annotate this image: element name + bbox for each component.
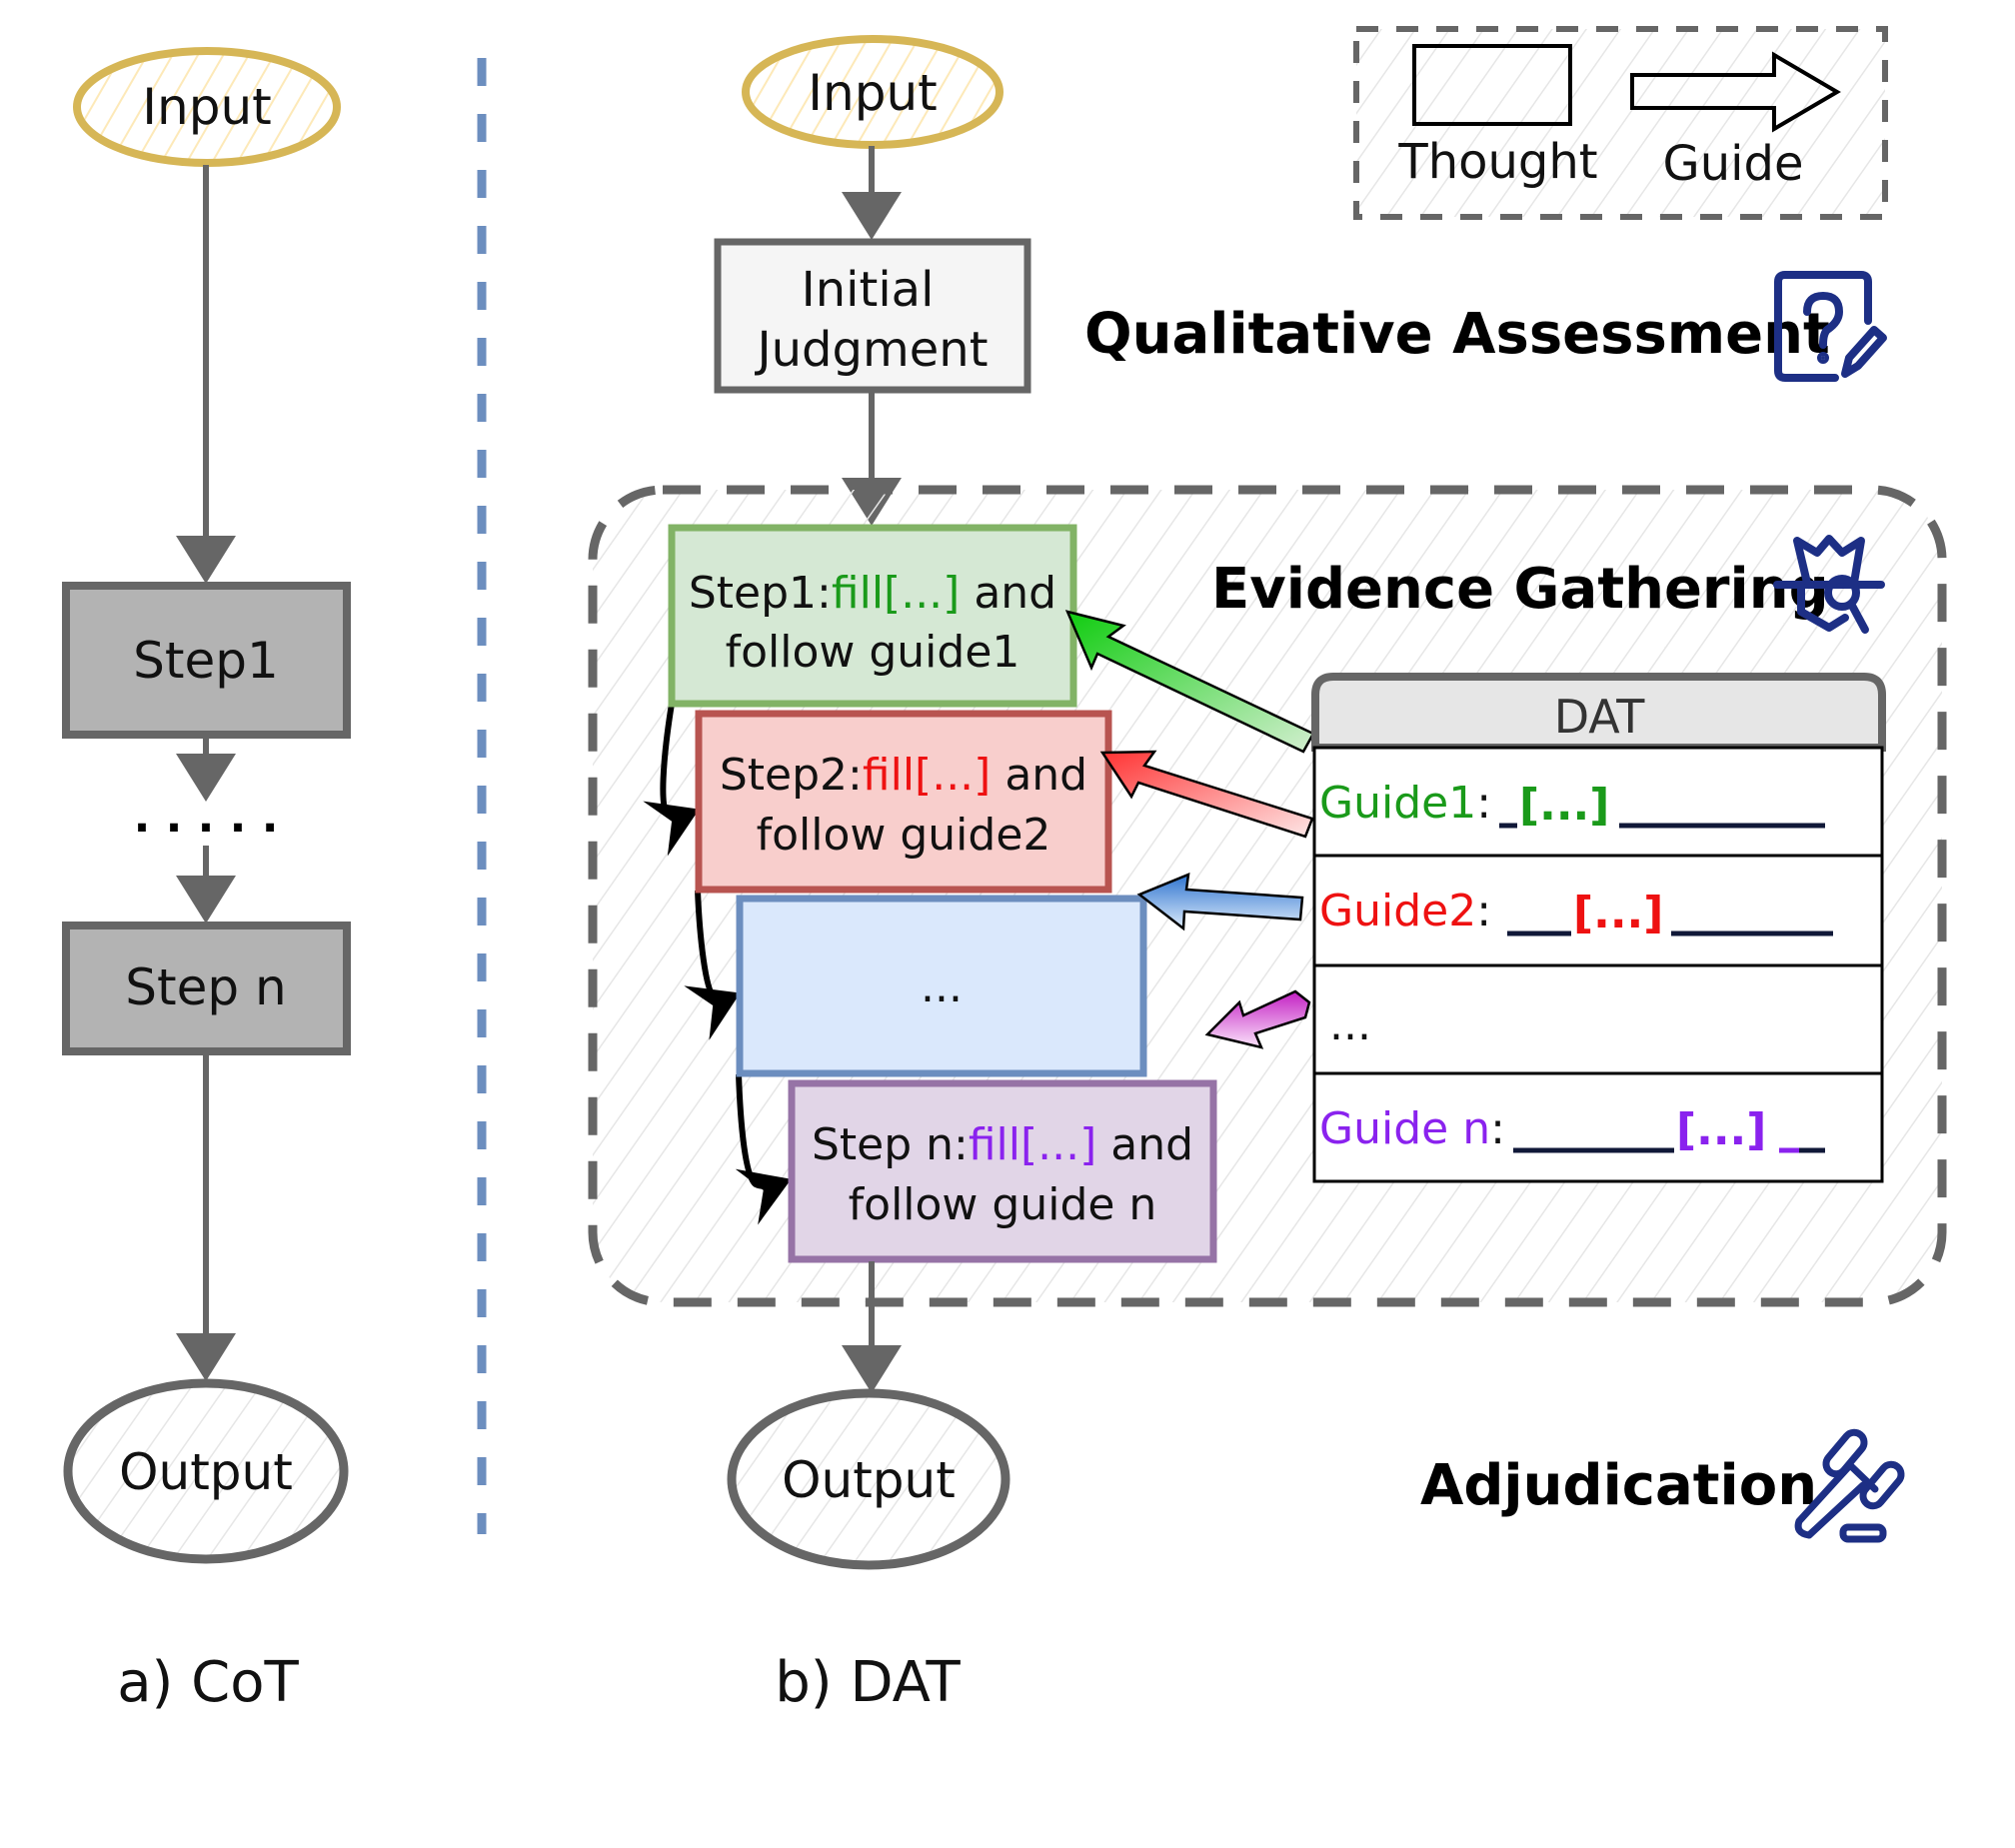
step-2-box: [695, 710, 1112, 894]
step-ellipsis: ...: [736, 895, 1147, 1077]
dat-row-4-blank: [...]: [1676, 1104, 1766, 1155]
dat-input-node: [742, 35, 1004, 149]
detective-search-icon: [1773, 535, 1885, 634]
step-n-line2: follow guide n: [849, 1179, 1157, 1230]
initial-judgment-line2: Judgment: [754, 322, 988, 378]
cot-step1-box: [62, 582, 351, 739]
dat-table-header: [1311, 673, 1886, 752]
step-2: Step2:fill[...] and follow guide2: [695, 710, 1112, 894]
evidence-gathering-label: Evidence Gathering: [1211, 557, 1829, 622]
gavel-icon: [1794, 1428, 1905, 1543]
cot-output-label: Output: [119, 1443, 293, 1501]
initial-judgment-box: [714, 238, 1031, 394]
step-2-line2: follow guide2: [757, 810, 1051, 861]
step-n: Step n:fill[...] and follow guide n: [788, 1079, 1217, 1263]
step-ellipsis-label: ...: [921, 961, 963, 1012]
adjudication-label: Adjudication: [1420, 1453, 1817, 1518]
guide-arrow-1: [1064, 610, 1315, 754]
step-2-line1: Step2:fill[...] and: [720, 750, 1087, 801]
qualitative-assessment-label: Qualitative Assessment: [1084, 302, 1830, 367]
dat-caption: b) DAT: [775, 1650, 961, 1715]
guide-arrow-3: [1136, 873, 1304, 931]
cot-input-label: Input: [142, 78, 271, 136]
legend-thought-label: Thought: [1397, 134, 1597, 190]
dat-row-1: [1312, 746, 1884, 858]
step-1-box: [668, 524, 1077, 708]
step-ellipsis-box: [736, 895, 1147, 1077]
dat-row-3-text: ...: [1329, 999, 1371, 1050]
cot-output-node: [63, 1378, 349, 1564]
step-1-line1: Step1:fill[...] and: [689, 568, 1056, 619]
legend: Thought Guide: [1353, 26, 1888, 220]
step-connector-2: [684, 890, 741, 1040]
cot-panel: Input Step1 . . . . . Step n Output a) C…: [62, 47, 351, 1715]
dat-row-2: [1312, 854, 1884, 967]
cot-stepn-label: Step n: [125, 958, 286, 1016]
legend-guide-label: Guide: [1663, 136, 1804, 192]
dat-panel: Thought Guide Input Initial Judgment Qua…: [588, 26, 1947, 1715]
initial-judgment-line1: Initial: [802, 262, 935, 318]
cot-input-node: [73, 47, 341, 167]
step-1: Step1:fill[...] and follow guide1: [668, 524, 1077, 708]
dat-row-3: [1312, 963, 1884, 1075]
step-n-line1: Step n:fill[...] and: [812, 1119, 1193, 1170]
legend-guide-arrow-icon: [1630, 51, 1841, 133]
cot-stepn-box: [62, 922, 351, 1055]
legend-thought-shape: [1412, 44, 1572, 126]
dat-table-title: DAT: [1554, 690, 1646, 744]
step-connector-3: [735, 1073, 792, 1225]
dat-row-2-blank: [...]: [1573, 888, 1663, 938]
question-document-icon: [1774, 271, 1887, 382]
guide-arrow-2: [1099, 750, 1314, 839]
guide-arrow-n: [1204, 989, 1311, 1049]
dat-table: DAT Guide1: [...] Guide2: [...] ... Guid…: [1311, 673, 1886, 1183]
dat-output-node: [727, 1388, 1010, 1570]
cot-step1-label: Step1: [133, 632, 279, 690]
dat-input-label: Input: [808, 64, 937, 122]
step-n-box: [788, 1079, 1217, 1263]
dat-row-4: [1312, 1071, 1884, 1183]
dat-output-label: Output: [782, 1451, 956, 1509]
dat-row-4-text: Guide n:: [1319, 1103, 1505, 1154]
dat-row-2-text: Guide2:: [1319, 886, 1491, 936]
cot-ellipsis: . . . . .: [134, 792, 279, 843]
step-connector-1: [643, 703, 700, 857]
guide-arrows: [1064, 610, 1315, 1049]
step-1-line2: follow guide1: [726, 627, 1020, 678]
cot-caption: a) CoT: [117, 1650, 299, 1715]
dat-row-1-text: Guide1:: [1319, 778, 1491, 829]
dat-row-1-blank: [...]: [1519, 780, 1609, 831]
